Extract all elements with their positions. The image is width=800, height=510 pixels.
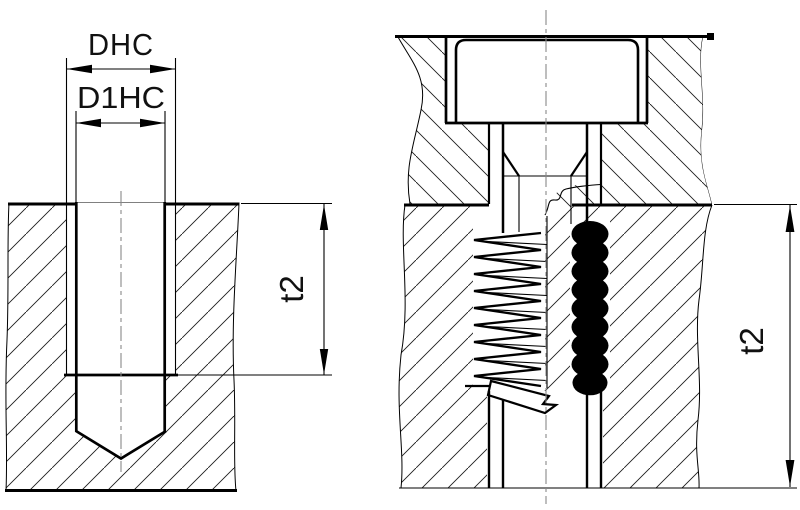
lower-block-right-edge: [696, 204, 713, 489]
screw-head-outline: [454, 38, 640, 123]
dim-label-dhc: DHC: [88, 27, 154, 62]
thread-flank-line: [476, 359, 548, 365]
screw-thread-teeth: [473, 231, 542, 388]
figure-tapped-hole-section: DHC D1HC t2: [5, 27, 332, 492]
lower-block-left-edge: [398, 204, 406, 489]
drill-cone: [75, 429, 167, 461]
t2r-arrow-top: [785, 205, 795, 232]
thread-flank-line: [476, 325, 548, 331]
thread-runout-right: [570, 151, 588, 177]
upper-plate-left-edge: [397, 36, 424, 205]
thread-flank-line: [476, 342, 548, 348]
surface-end-tick: [707, 33, 714, 40]
wire-insert-coils: [571, 221, 609, 396]
thread-runout-left: [502, 151, 520, 177]
t2l-arrow-bottom: [319, 349, 329, 375]
thread-flank-line: [476, 274, 548, 280]
dhc-arrow-right: [150, 64, 176, 74]
thread-flank-line: [476, 308, 548, 314]
figure-insert-assembly-section: t2: [395, 10, 797, 504]
upper-plate-right-trim: [700, 37, 715, 204]
t2r-arrow-bottom: [785, 460, 795, 487]
t2l-arrow-top: [319, 204, 329, 230]
thread-flank-line: [476, 376, 548, 382]
breakout-squiggle: [544, 183, 602, 216]
thread-flank-line: [476, 257, 548, 263]
dhc-arrow-left: [66, 64, 92, 74]
dim-label-t2-right: t2: [733, 327, 770, 355]
dim-label-d1hc: D1HC: [77, 80, 165, 115]
d1hc-arrow-left: [76, 118, 101, 128]
thread-flank-line: [476, 240, 548, 246]
d1hc-arrow-right: [140, 118, 165, 128]
dim-label-t2-left: t2: [273, 275, 310, 303]
thread-flank-line: [476, 291, 548, 297]
